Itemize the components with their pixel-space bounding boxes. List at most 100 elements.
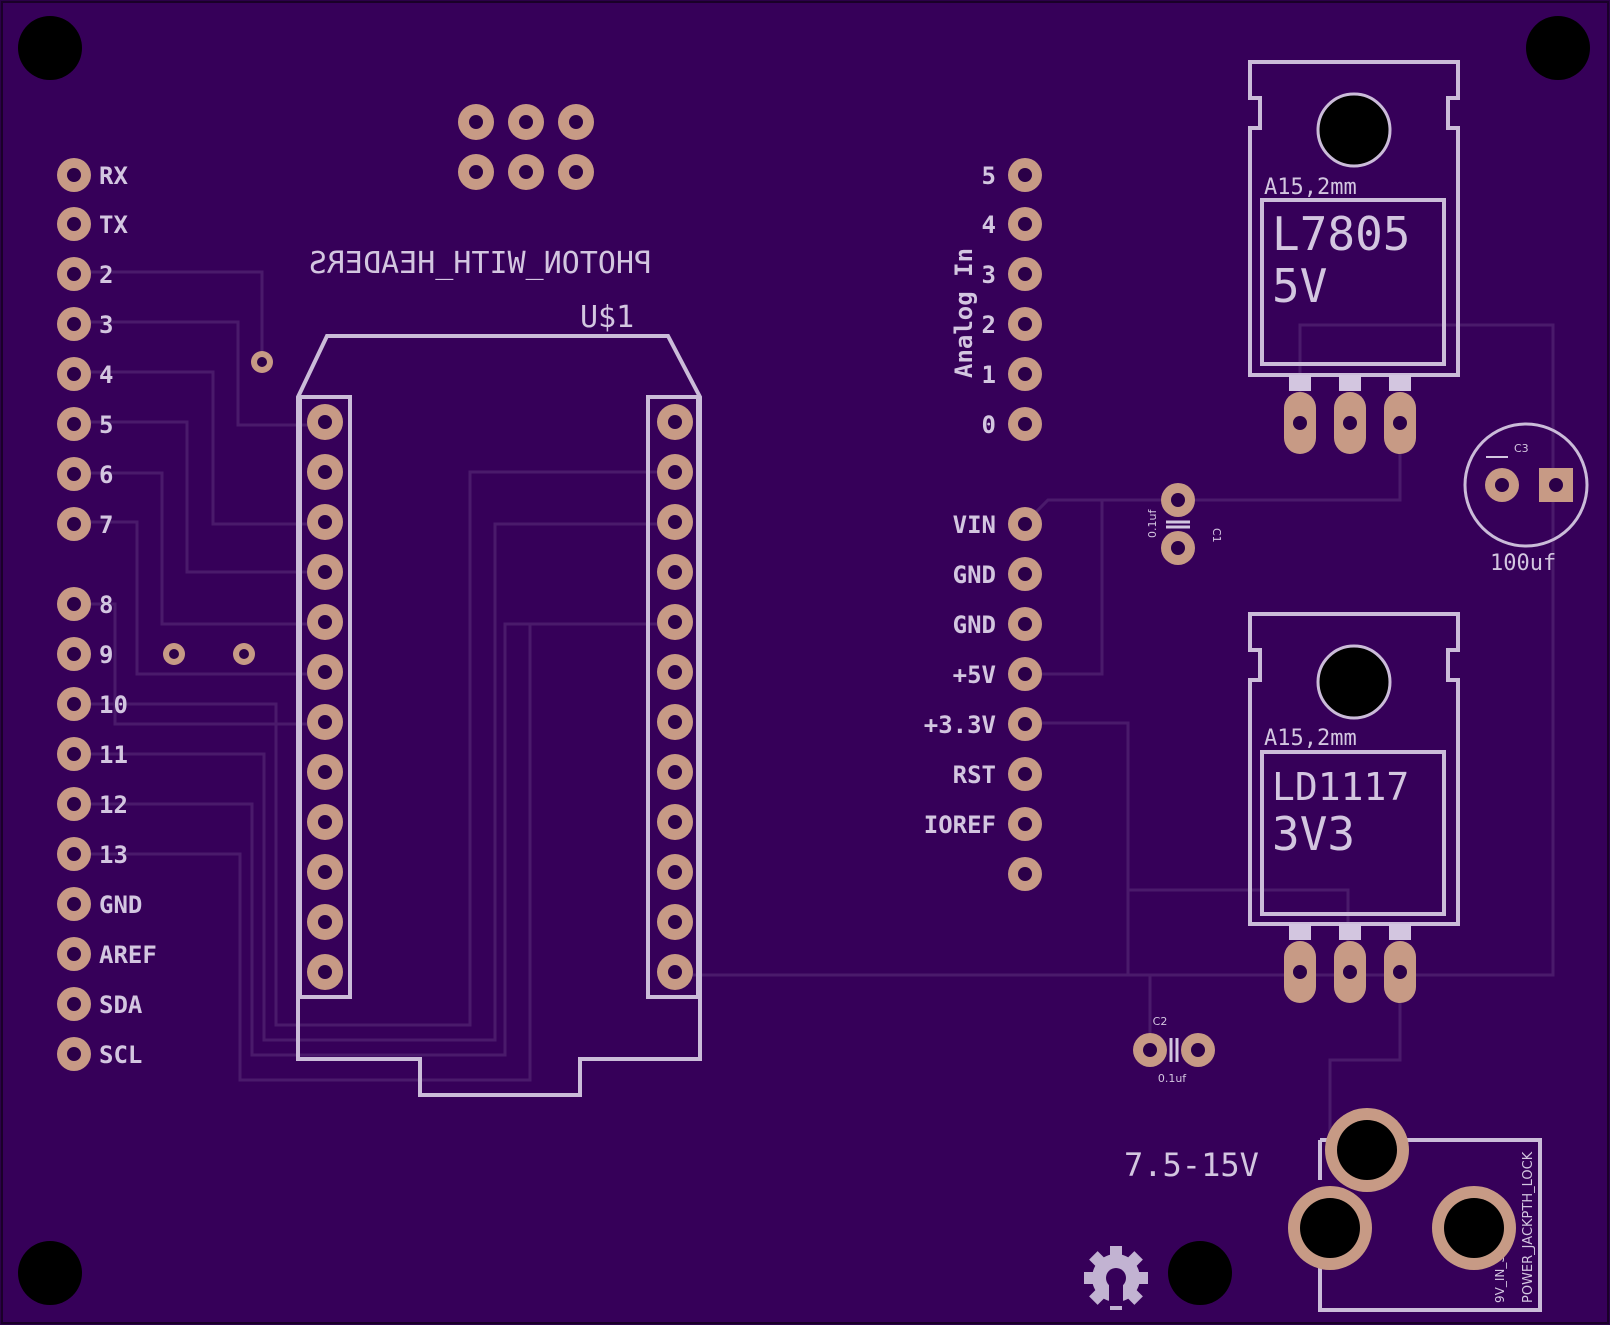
- capacitor-c3-value: 100uf: [1490, 551, 1556, 576]
- pin-label: 13: [99, 841, 128, 869]
- regulator-5v-pins: [1284, 375, 1416, 454]
- power-pin: [1008, 857, 1042, 891]
- analog-pin: 0: [982, 407, 1042, 441]
- photon-left-pins: [307, 404, 343, 990]
- open-hardware-gear-icon: [1084, 1246, 1148, 1310]
- regulator-3v3-voltage: 3V3: [1272, 807, 1355, 861]
- pin-label: 5: [99, 411, 113, 439]
- analog-header: Analog In 5 4 3 2 1 0: [950, 158, 1042, 441]
- regulator-3v3-pins: [1284, 924, 1416, 1003]
- left-header-pin: 2: [57, 257, 113, 291]
- power-pin: IOREF: [924, 807, 1042, 841]
- pin-label: 11: [99, 741, 128, 769]
- analog-pin: 5: [982, 158, 1042, 192]
- mounting-hole-bottom-left: [18, 1241, 82, 1305]
- vias: [163, 351, 273, 665]
- pin-label: 10: [99, 691, 128, 719]
- power-pin: VIN: [953, 507, 1042, 541]
- left-header-pin: SCL: [57, 1037, 142, 1071]
- pin-label: 3: [982, 261, 996, 289]
- left-header-pin: 8: [57, 587, 113, 621]
- analog-header-title: Analog In: [950, 248, 978, 378]
- pin-label: 2: [982, 311, 996, 339]
- mounting-holes: [18, 16, 1590, 1305]
- regulator-5v-pkg-label: A15,2mm: [1264, 175, 1357, 200]
- pin-label: RX: [99, 162, 128, 190]
- power-pin: GND: [953, 607, 1042, 641]
- left-header-pin: RX: [57, 158, 128, 192]
- mounting-hole-top-left: [18, 16, 82, 80]
- pin-label: SCL: [99, 1041, 142, 1069]
- analog-pin: 1: [982, 357, 1042, 391]
- left-header-pin: 5: [57, 407, 113, 441]
- regulator-5v: A15,2mm L7805 5V: [1248, 60, 1460, 454]
- left-header-pin: 6: [57, 457, 113, 491]
- pin-label: VIN: [953, 511, 996, 539]
- icsp-header: [458, 104, 594, 190]
- pin-label: 7: [99, 511, 113, 539]
- regulator-3v3: A15,2mm LD1117 3V3: [1248, 612, 1460, 1003]
- pin-label: IOREF: [924, 811, 996, 839]
- left-header-pin: 12: [57, 787, 128, 821]
- left-header-pin: SDA: [57, 987, 143, 1021]
- left-header-pin: 7: [57, 507, 113, 541]
- pin-label: 6: [99, 461, 113, 489]
- pin-label: GND: [953, 561, 996, 589]
- pin-label: 3: [99, 311, 113, 339]
- capacitor-c2: C2 0.1uf: [1133, 1015, 1215, 1085]
- photon-name-label: PHOTON_WITH_HEADERS: [309, 246, 652, 281]
- capacitor-c1-value: 0.1uf: [1146, 509, 1159, 538]
- regulator-5v-voltage: 5V: [1272, 259, 1327, 313]
- capacitor-c1: C1 0.1uf: [1146, 483, 1223, 565]
- power-pin: +5V: [953, 657, 1042, 691]
- power-jack-part-label: POWER_JACKPTH_LOCK: [1521, 1151, 1536, 1303]
- power-jack-voltage-label: 7.5-15V: [1124, 1146, 1259, 1184]
- pin-label: 12: [99, 791, 128, 819]
- left-header-pin: 10: [57, 687, 128, 721]
- left-header-pin: AREF: [57, 937, 157, 971]
- left-header-pin: 9: [57, 637, 113, 671]
- pin-label: 8: [99, 591, 113, 619]
- pin-label: 5: [982, 162, 996, 190]
- left-header-pin: TX: [57, 207, 128, 241]
- photon-right-pins: [657, 404, 693, 990]
- pin-label: +5V: [953, 661, 996, 689]
- pin-label: TX: [99, 211, 128, 239]
- left-header-pin: GND: [57, 887, 142, 921]
- pin-label: 0: [982, 411, 996, 439]
- pin-label: GND: [953, 611, 996, 639]
- pin-label: RST: [953, 761, 996, 789]
- pin-label: GND: [99, 891, 142, 919]
- power-pin: +3.3V: [924, 707, 1042, 741]
- photon-footprint: PHOTON_WITH_HEADERS U$1: [296, 246, 702, 1097]
- pin-label: AREF: [99, 941, 157, 969]
- pin-label: 4: [99, 361, 113, 389]
- regulator-5v-part: L7805: [1272, 207, 1410, 261]
- analog-pin: 3: [982, 257, 1042, 291]
- left-header-pin: 13: [57, 837, 128, 871]
- power-pin: RST: [953, 757, 1042, 791]
- pin-label: 9: [99, 641, 113, 669]
- pin-label: 1: [982, 361, 996, 389]
- left-header-pin: 4: [57, 357, 113, 391]
- mounting-hole-top-right: [1526, 16, 1590, 80]
- regulator-3v3-pkg-label: A15,2mm: [1264, 726, 1357, 751]
- power-header: VIN GND GND +5V +3.3V RST IOREF: [924, 507, 1042, 891]
- capacitor-c1-name: C1: [1210, 528, 1223, 543]
- mounting-hole-bottom-center: [1168, 1241, 1232, 1305]
- photon-ref-label: U$1: [580, 300, 634, 335]
- analog-pin: 4: [982, 207, 1042, 241]
- regulator-3v3-part: LD1117: [1272, 765, 1409, 809]
- pin-label: SDA: [99, 991, 143, 1019]
- capacitor-c3-name: C3: [1514, 442, 1529, 455]
- left-header: RX TX 2 3 4 5 6 7: [57, 158, 157, 1071]
- capacitor-c2-value: 0.1uf: [1158, 1072, 1187, 1085]
- capacitor-c2-name: C2: [1153, 1015, 1168, 1028]
- left-header-pin: 11: [57, 737, 128, 771]
- pin-label: 2: [99, 261, 113, 289]
- pin-label: +3.3V: [924, 711, 996, 739]
- power-jack: 7.5-15V POWER_JACKPTH_LOCK 9V_IN_SITIVE: [1124, 1108, 1542, 1312]
- analog-pin: 2: [982, 307, 1042, 341]
- pin-label: 4: [982, 211, 996, 239]
